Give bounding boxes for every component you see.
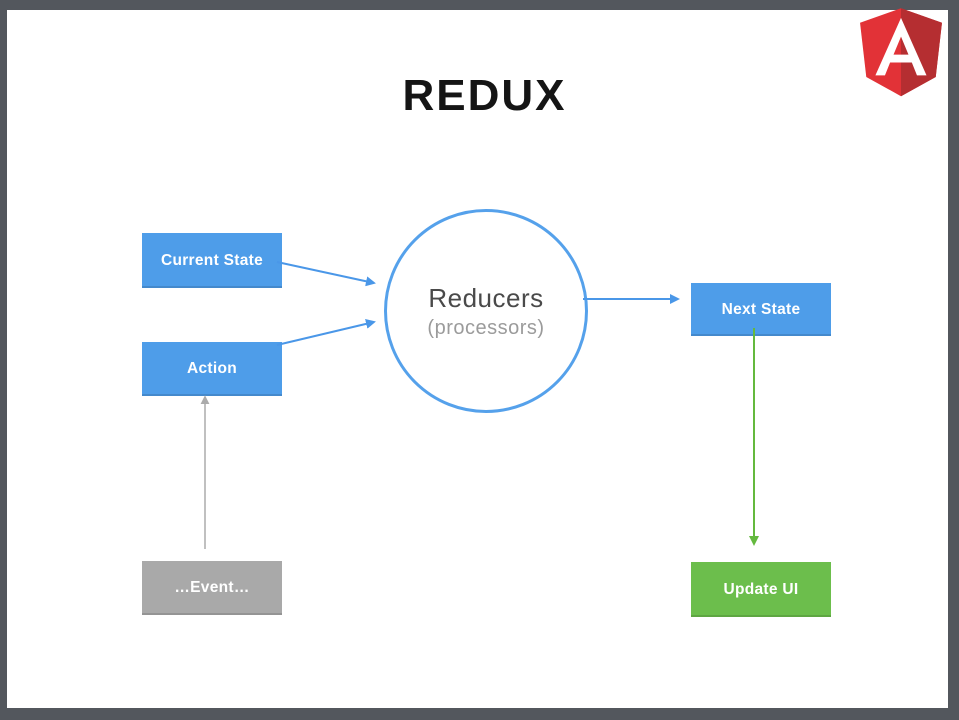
- node-action: Action: [142, 342, 282, 396]
- angular-letter-a: [875, 17, 927, 76]
- angular-logo-icon: [860, 8, 942, 97]
- slide-canvas: REDUX Current State Action …Event… Next …: [7, 10, 948, 708]
- node-update-ui-label: Update UI: [723, 580, 799, 598]
- node-next-state: Next State: [691, 283, 831, 336]
- node-action-label: Action: [186, 360, 238, 377]
- reducers-subtitle: (processors): [427, 316, 545, 339]
- node-next-state-label: Next State: [721, 300, 801, 318]
- node-update-ui: Update UI: [691, 562, 831, 617]
- angular-shield-right: [901, 8, 942, 97]
- node-event-label: …Event…: [174, 579, 250, 596]
- reducers-circle: Reducers (processors): [384, 209, 588, 413]
- node-current-state: Current State: [142, 233, 282, 288]
- slide-title: REDUX: [402, 71, 567, 120]
- reducers-title: Reducers: [428, 282, 544, 313]
- node-current-state-label: Current State: [160, 251, 264, 269]
- node-event: …Event…: [142, 561, 282, 615]
